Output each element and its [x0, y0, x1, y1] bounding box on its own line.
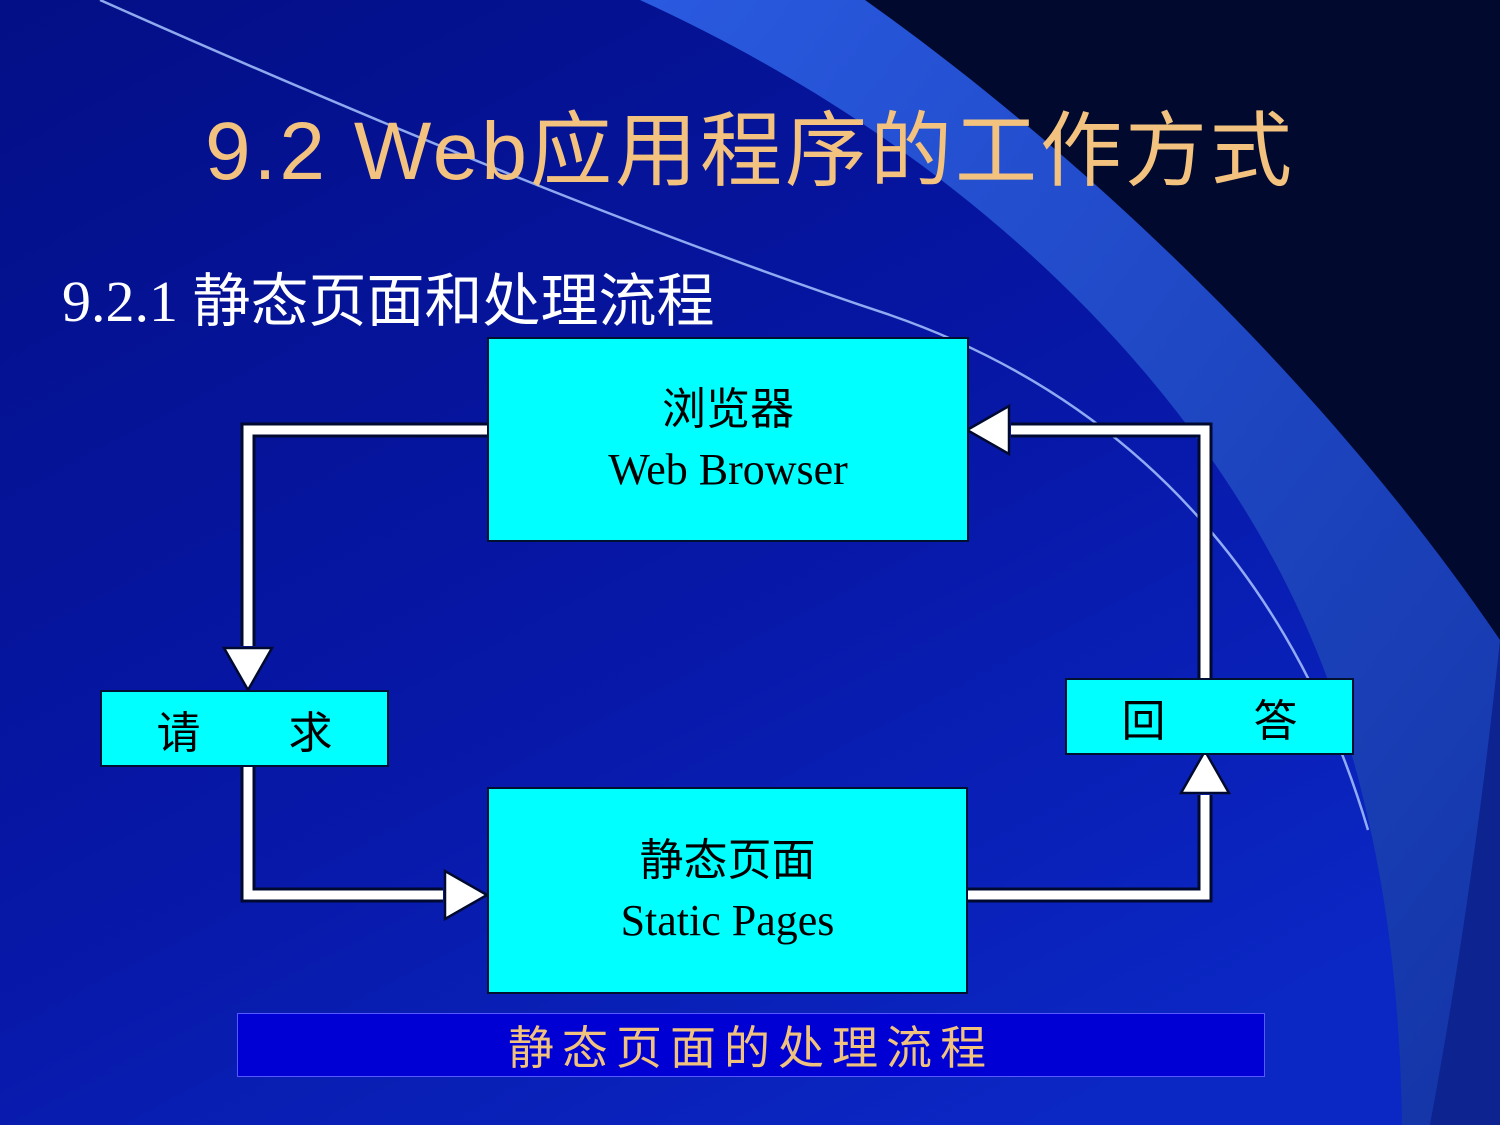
arrow-answer-to-browser — [964, 403, 1213, 678]
request-box: 请 求 — [100, 690, 389, 767]
arrow-browser-to-request — [221, 422, 487, 693]
browser-box-label-zh: 浏览器 — [662, 385, 794, 435]
arrow-request-to-static-pages — [240, 763, 490, 922]
dark-corner-shape — [865, 0, 1500, 640]
static-pages-box-label-zh: 静态页面 — [639, 836, 816, 886]
static-pages-box-label-en: Static Pages — [620, 895, 835, 945]
caption-text: 静态页面的处理流程 — [508, 1023, 994, 1074]
caption-bar: 静态页面的处理流程 — [237, 1013, 1265, 1077]
slide-title: 9.2 Web应用程序的工作方式 — [205, 106, 1295, 197]
slide-subtitle: 9.2.1 静态页面和处理流程 — [62, 269, 715, 334]
right-band-shape — [1430, 640, 1500, 1125]
answer-box: 回 答 — [1065, 678, 1354, 755]
highlight-line — [99, 0, 1370, 831]
browser-box: 浏览器 Web Browser — [487, 337, 969, 542]
request-box-label: 请 求 — [156, 708, 333, 758]
browser-box-label-en: Web Browser — [608, 444, 848, 494]
answer-box-label: 回 答 — [1121, 696, 1298, 746]
arrow-static-pages-to-answer — [964, 748, 1232, 903]
static-pages-box: 静态页面 Static Pages — [487, 787, 968, 994]
